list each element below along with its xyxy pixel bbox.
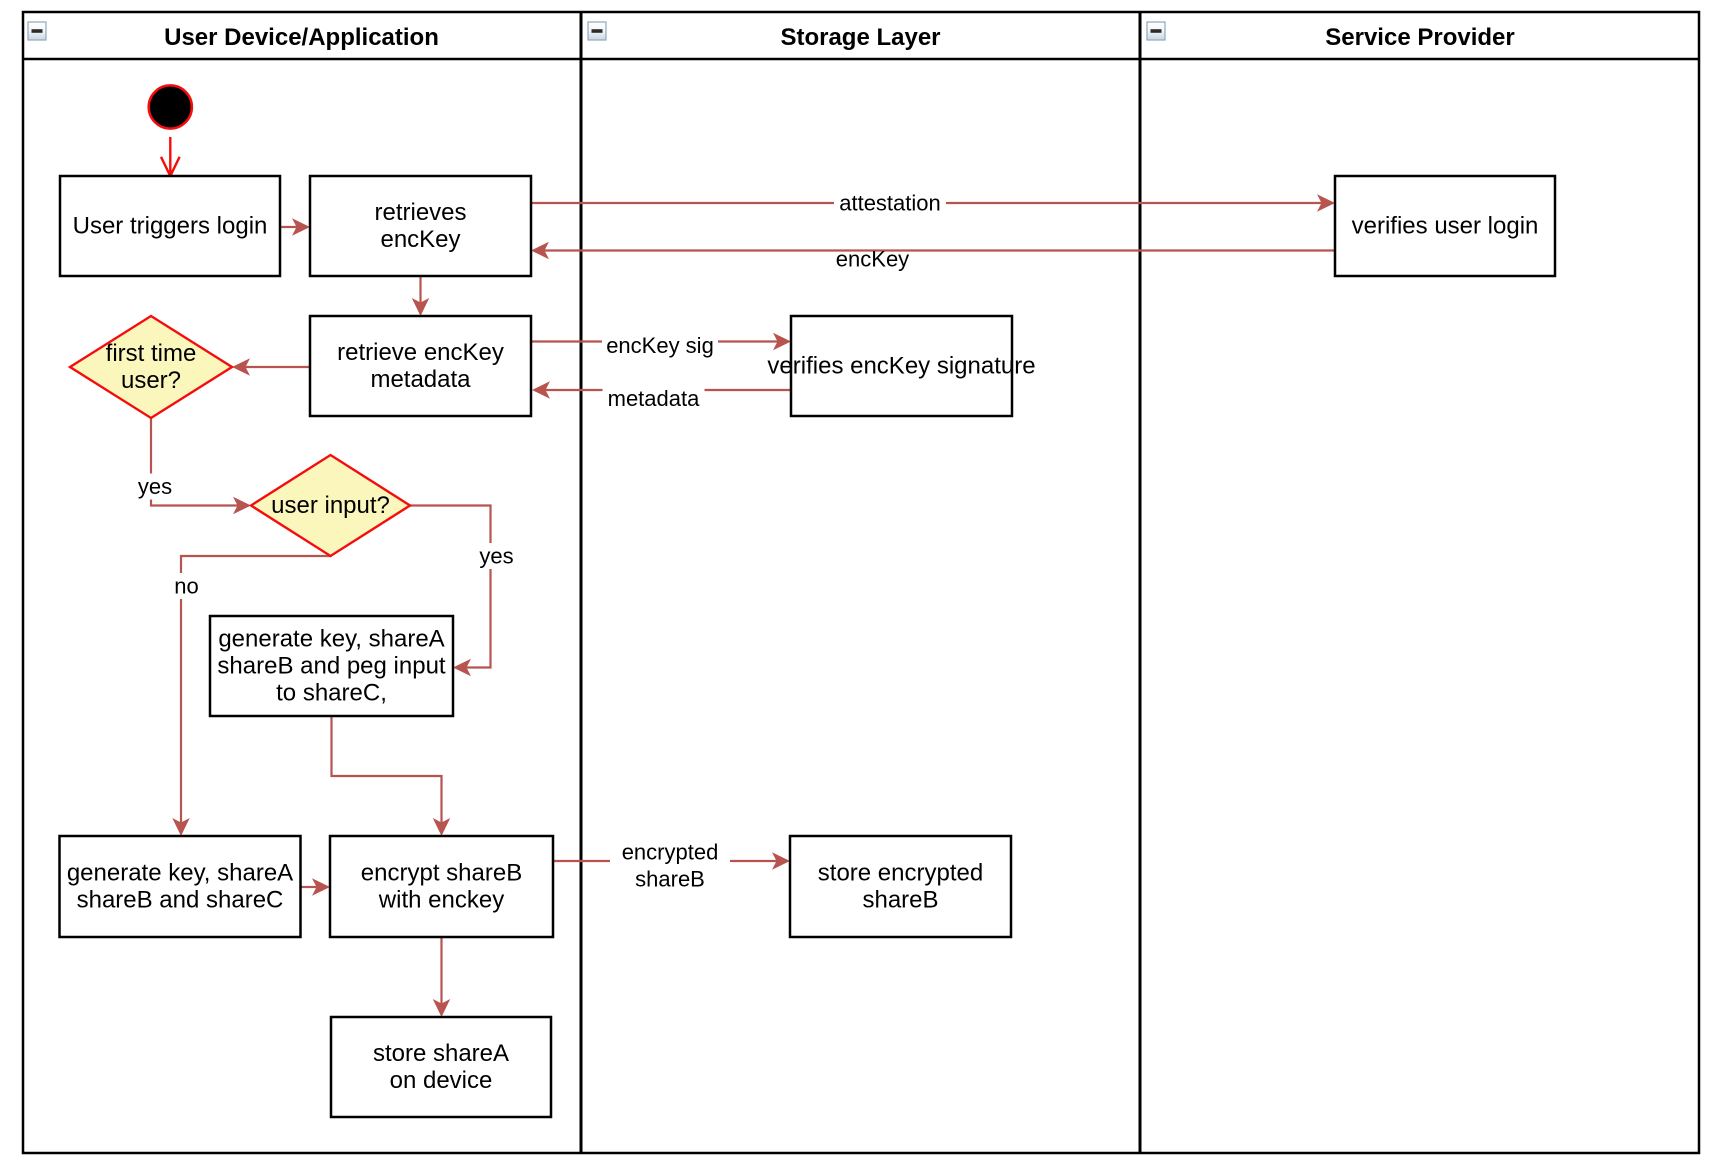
- svg-text:retrieve encKey: retrieve encKey: [337, 339, 504, 366]
- svg-text:shareB and shareC: shareB and shareC: [77, 887, 284, 914]
- svg-text:with enckey: with enckey: [378, 887, 504, 914]
- svg-text:User triggers login: User triggers login: [73, 213, 268, 240]
- svg-text:User Device/Application: User Device/Application: [164, 24, 439, 51]
- svg-text:encrypt shareB: encrypt shareB: [361, 860, 522, 887]
- svg-text:encrypted: encrypted: [622, 840, 719, 865]
- svg-text:Service Provider: Service Provider: [1325, 24, 1514, 51]
- svg-text:shareB: shareB: [862, 887, 938, 914]
- svg-text:generate key, shareA: generate key, shareA: [67, 860, 293, 887]
- svg-text:generate key, shareA: generate key, shareA: [218, 626, 444, 653]
- svg-text:encKey: encKey: [380, 226, 460, 253]
- svg-text:yes: yes: [138, 474, 172, 499]
- svg-text:user input?: user input?: [271, 492, 390, 519]
- svg-text:store shareA: store shareA: [373, 1040, 509, 1067]
- svg-text:verifies encKey signature: verifies encKey signature: [767, 353, 1035, 380]
- svg-text:shareB and peg input: shareB and peg input: [217, 653, 446, 680]
- svg-text:yes: yes: [479, 544, 513, 569]
- svg-text:no: no: [174, 574, 198, 599]
- svg-text:metadata: metadata: [370, 366, 471, 393]
- svg-text:verifies user login: verifies user login: [1352, 213, 1539, 240]
- svg-text:first time: first time: [106, 340, 197, 367]
- svg-text:store encrypted: store encrypted: [818, 860, 983, 887]
- svg-text:attestation: attestation: [839, 191, 941, 216]
- svg-text:metadata: metadata: [608, 386, 700, 411]
- svg-text:shareB: shareB: [635, 867, 705, 892]
- svg-text:to shareC,: to shareC,: [276, 680, 387, 707]
- svg-text:Storage Layer: Storage Layer: [780, 24, 940, 51]
- svg-text:encKey sig: encKey sig: [606, 333, 714, 358]
- svg-text:user?: user?: [121, 367, 181, 394]
- svg-text:retrieves: retrieves: [374, 199, 466, 226]
- svg-text:encKey: encKey: [836, 247, 909, 272]
- svg-text:on device: on device: [390, 1067, 493, 1094]
